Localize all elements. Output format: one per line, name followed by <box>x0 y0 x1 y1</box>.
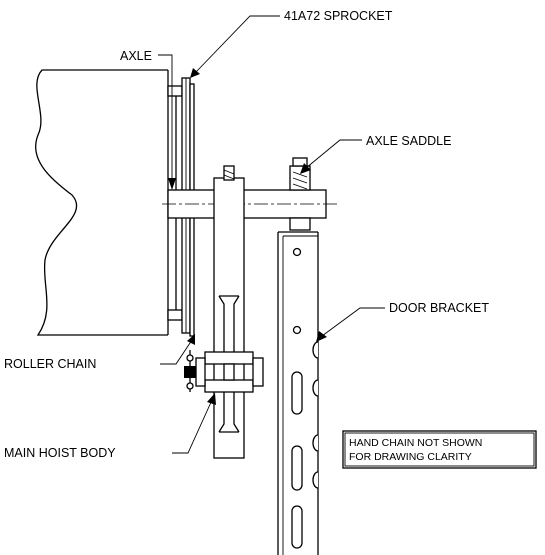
label-main-hoist-body: MAIN HOIST BODY <box>4 446 116 460</box>
label-door-bracket: DOOR BRACKET <box>389 301 489 315</box>
label-axle: AXLE <box>120 49 152 63</box>
label-roller-chain: ROLLER CHAIN <box>4 357 96 371</box>
main-hoist-body <box>184 165 264 459</box>
label-axle-saddle: AXLE SADDLE <box>366 134 451 148</box>
leader-axle <box>158 54 176 190</box>
leader-sprocket <box>190 15 280 78</box>
leader-door-bracket <box>316 307 385 342</box>
note-line-1: HAND CHAIN NOT SHOWN <box>349 437 482 449</box>
door-bracket <box>277 231 319 555</box>
leader-axle-saddle <box>300 139 362 174</box>
leader-roller-chain <box>160 334 195 365</box>
label-sprocket: 41A72 SPROCKET <box>284 9 393 23</box>
leader-main-hoist-body <box>172 393 216 454</box>
axle-body-break-view <box>35 69 168 336</box>
note-box: HAND CHAIN NOT SHOWN FOR DRAWING CLARITY <box>342 430 537 469</box>
note-line-2: FOR DRAWING CLARITY <box>349 451 472 463</box>
